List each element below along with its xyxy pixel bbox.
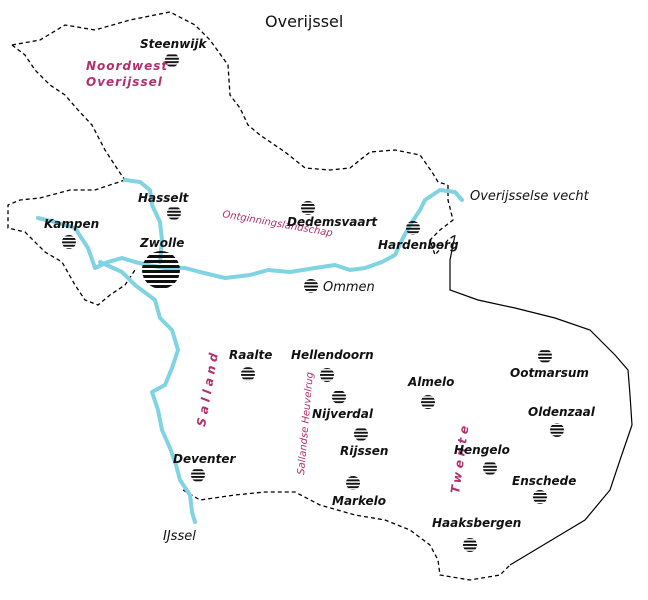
city-marker-hellendoorn <box>320 368 334 382</box>
city-label-kampen: Kampen <box>44 217 99 231</box>
city-label-nijverdal: Nijverdal <box>312 407 374 421</box>
city-label-hengelo: Hengelo <box>454 443 510 457</box>
city-marker-deventer <box>191 468 205 482</box>
city-labels: Steenwijk Hasselt Kampen Zwolle Dedemsva… <box>44 37 596 530</box>
city-marker-haaksbergen <box>463 538 477 552</box>
city-label-enschede: Enschede <box>512 474 576 488</box>
city-label-raalte: Raalte <box>229 348 272 362</box>
city-label-dedemsvaart: Dedemsvaart <box>287 215 378 229</box>
city-label-steenwijk: Steenwijk <box>140 37 208 51</box>
river-label-vecht: Overijsselse vecht <box>470 189 590 204</box>
city-marker-hengelo <box>483 461 497 475</box>
city-marker-ommen <box>304 279 318 293</box>
river-zwarte-water <box>123 178 164 264</box>
city-label-haaksbergen: Haaksbergen <box>432 516 521 530</box>
region-label-noordwest: Noordwest <box>86 59 168 73</box>
city-label-markelo: Markelo <box>332 494 386 508</box>
province-border-dashed <box>7 11 511 581</box>
city-marker-dedemsvaart <box>301 201 315 215</box>
region-label-sallandse-heuvelrug: Sallandse Heuvelrug <box>296 372 316 476</box>
city-label-hardenberg: Hardenberg <box>378 238 459 252</box>
city-label-ommen: Ommen <box>323 280 375 295</box>
map-title: Overijssel <box>265 12 343 31</box>
region-label-overijssel: Overijssel <box>86 75 163 89</box>
city-marker-almelo <box>421 395 435 409</box>
city-label-almelo: Almelo <box>407 375 454 389</box>
city-marker-zwolle <box>142 251 180 289</box>
city-label-hellendoorn: Hellendoorn <box>291 348 374 362</box>
city-label-oldenzaal: Oldenzaal <box>528 405 596 419</box>
province-border-solid <box>449 234 633 566</box>
city-marker-enschede <box>533 490 547 504</box>
city-marker-hasselt <box>167 206 181 220</box>
city-marker-markelo <box>346 476 360 490</box>
region-label-salland: Salland <box>194 348 221 427</box>
city-marker-raalte <box>241 367 255 381</box>
city-label-deventer: Deventer <box>173 452 236 466</box>
city-marker-steenwijk <box>165 53 179 67</box>
city-marker-kampen <box>62 235 76 249</box>
river-label-ijssel: IJssel <box>163 529 196 544</box>
city-label-zwolle: Zwolle <box>139 236 184 250</box>
city-marker-ootmarsum <box>538 349 552 363</box>
city-label-rijssen: Rijssen <box>340 444 388 458</box>
river-ijssel <box>98 260 197 524</box>
city-label-hasselt: Hasselt <box>138 191 190 205</box>
city-marker-hardenberg <box>406 221 420 235</box>
city-markers <box>62 53 564 552</box>
region-label-twente: Twente <box>448 421 472 494</box>
city-label-ootmarsum: Ootmarsum <box>510 366 589 380</box>
city-marker-nijverdal <box>332 390 346 404</box>
city-marker-oldenzaal <box>550 423 564 437</box>
city-marker-rijssen <box>354 427 368 441</box>
